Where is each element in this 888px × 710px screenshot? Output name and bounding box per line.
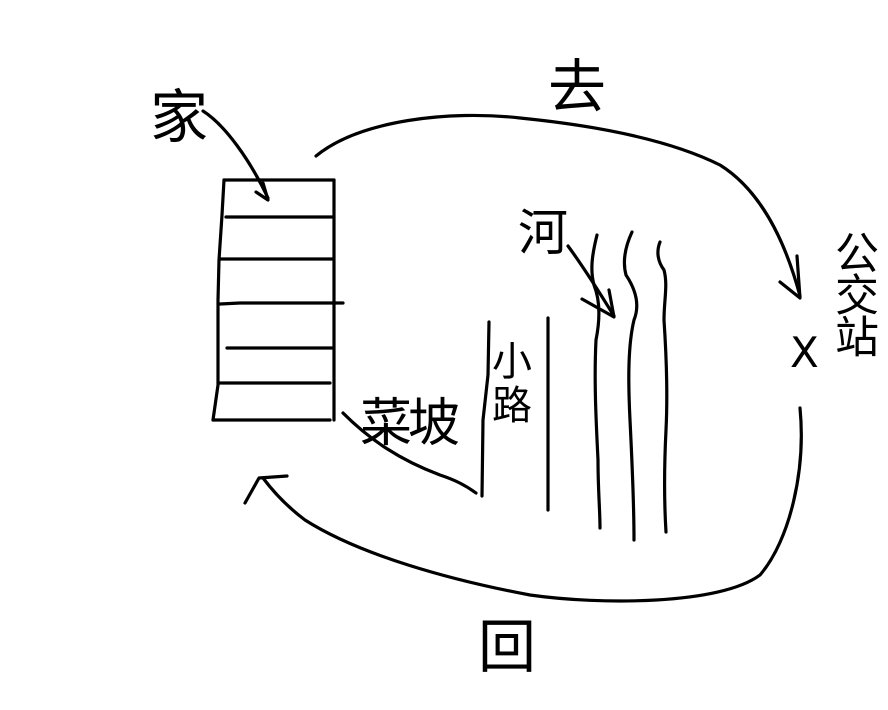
path-label: 小路: [485, 340, 531, 428]
vegetable-slope-label: 菜坡: [360, 394, 460, 454]
home-label: 家: [150, 83, 209, 151]
return-route-arrow: [243, 406, 803, 603]
river-pointer-arrow: [566, 244, 616, 319]
river-label: 河: [518, 204, 568, 262]
home-pointer-arrow: [201, 109, 270, 202]
go-label: 去: [548, 53, 607, 121]
bus-station-label: 公交站: [827, 230, 878, 356]
path-lines: [480, 316, 550, 512]
go-route-arrow: [314, 113, 802, 300]
river-lines: [590, 230, 669, 542]
vegetable-slope-line: [341, 411, 478, 495]
return-label: 回: [478, 613, 537, 681]
home-building: [211, 178, 345, 422]
station-marker: X: [790, 328, 819, 377]
